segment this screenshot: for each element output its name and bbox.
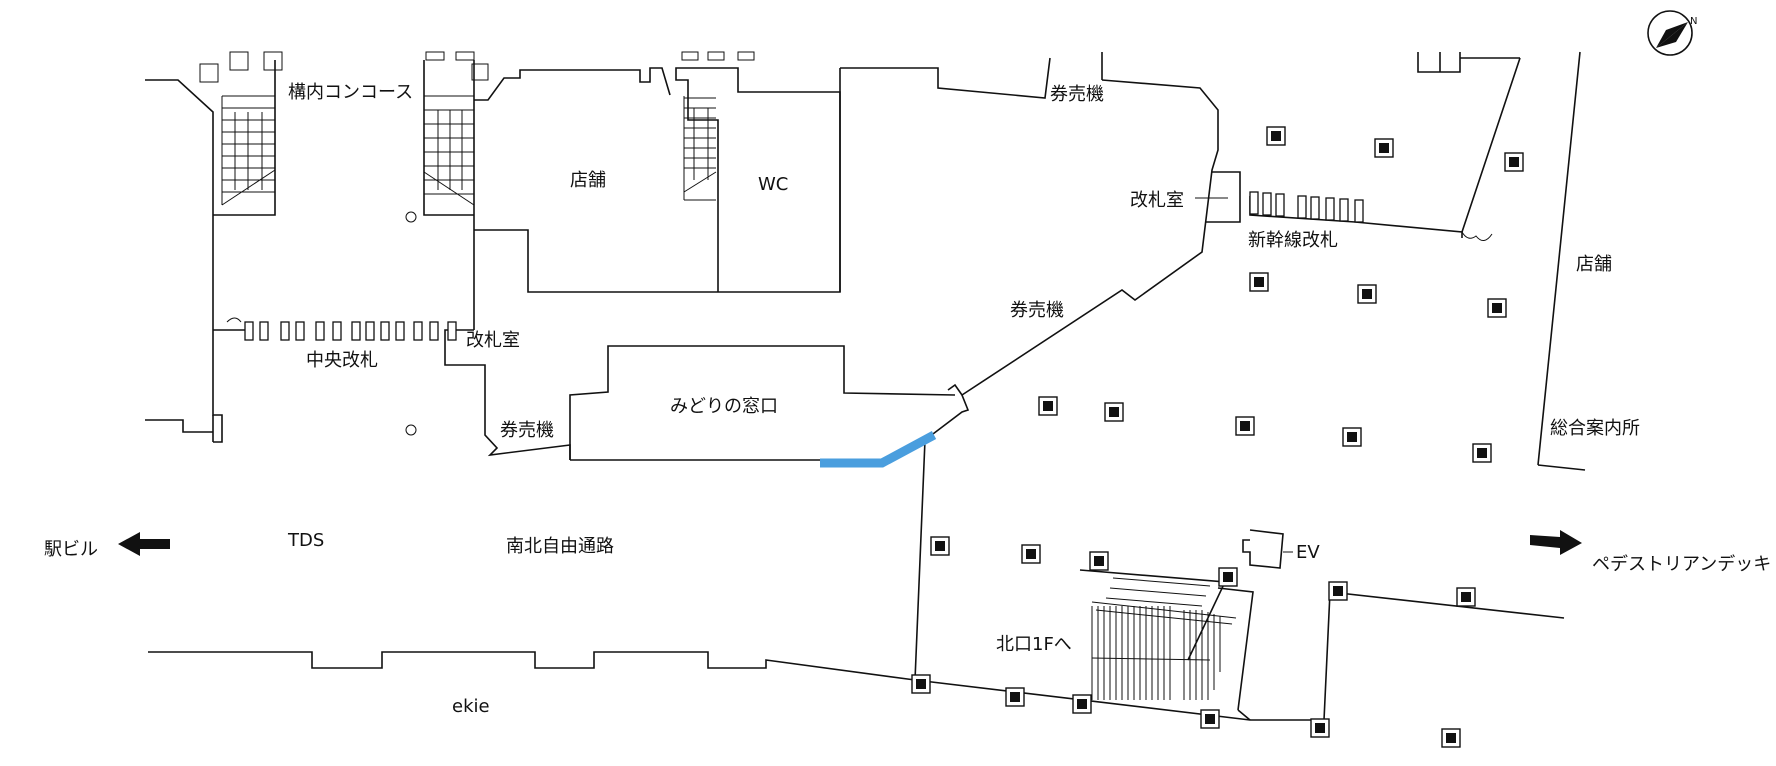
pillar xyxy=(1328,581,1348,601)
label-ekie: ekie xyxy=(452,696,490,717)
label-ticket-machine-low: 券売機 xyxy=(500,420,554,441)
pillar xyxy=(1357,284,1377,304)
label-gate-room-left: 改札室 xyxy=(466,330,520,351)
compass-icon: N xyxy=(1647,10,1697,56)
svg-text:N: N xyxy=(1690,16,1697,27)
pillar xyxy=(1038,396,1058,416)
label-shop-right: 店舗 xyxy=(1576,254,1612,275)
pillar xyxy=(1504,152,1524,172)
pillar xyxy=(1089,551,1109,571)
label-ticket-machine-mid: 券売機 xyxy=(1010,300,1064,321)
pillar xyxy=(1374,138,1394,158)
label-wc: WC xyxy=(758,174,788,195)
label-station-building: 駅ビル xyxy=(44,539,98,560)
label-ticket-machine-top: 券売機 xyxy=(1050,84,1104,105)
top-fixtures xyxy=(199,51,1493,436)
central-gate-array xyxy=(226,317,457,341)
label-shinkansen-gate: 新幹線改札 xyxy=(1248,230,1338,251)
label-gate-room-right: 改札室 xyxy=(1130,190,1184,211)
walls xyxy=(145,51,1586,721)
pillar xyxy=(911,674,931,694)
pillar xyxy=(1310,718,1330,738)
shinkansen-gate-array xyxy=(1249,191,1364,223)
label-concourse: 構内コンコース xyxy=(288,82,413,103)
label-ev: EV xyxy=(1296,542,1320,563)
pillar xyxy=(1218,567,1238,587)
pillar xyxy=(1249,272,1269,292)
pillar xyxy=(1104,402,1124,422)
pillar xyxy=(1266,126,1286,146)
pillar xyxy=(1005,687,1025,707)
arrow-right-icon xyxy=(1530,530,1582,555)
escalator-lower xyxy=(1091,577,1237,700)
label-north-exit: 北口1Fへ xyxy=(996,634,1072,655)
stairs-mid xyxy=(423,95,475,206)
label-central-gate: 中央改札 xyxy=(306,350,378,371)
pillar xyxy=(1200,709,1220,729)
label-midori: みどりの窓口 xyxy=(670,396,778,417)
pillars xyxy=(911,126,1524,748)
stairs-wc xyxy=(683,96,717,201)
arrow-left-icon xyxy=(118,532,170,556)
pillar xyxy=(930,536,950,556)
map-labels: 構内コンコース 店舗 WC 券売機 改札室 新幹線改札 店舗 券売機 中央改札 … xyxy=(44,82,1771,717)
label-pedestrian-deck: ペデストリアンデッキ xyxy=(1592,554,1771,575)
pillar xyxy=(1235,416,1255,436)
pillar xyxy=(1456,587,1476,607)
pillar xyxy=(1072,694,1092,714)
pillar xyxy=(1441,728,1461,748)
stairs-left xyxy=(221,95,276,206)
highlighted-route xyxy=(820,431,937,468)
label-shop-left: 店舗 xyxy=(570,170,606,191)
label-tds: TDS xyxy=(287,530,324,551)
label-free-passage: 南北自由通路 xyxy=(506,536,614,557)
pillar xyxy=(1021,544,1041,564)
pillar xyxy=(1342,427,1362,447)
pillar xyxy=(1487,298,1507,318)
pillar xyxy=(1472,443,1492,463)
label-info: 総合案内所 xyxy=(1550,418,1640,439)
